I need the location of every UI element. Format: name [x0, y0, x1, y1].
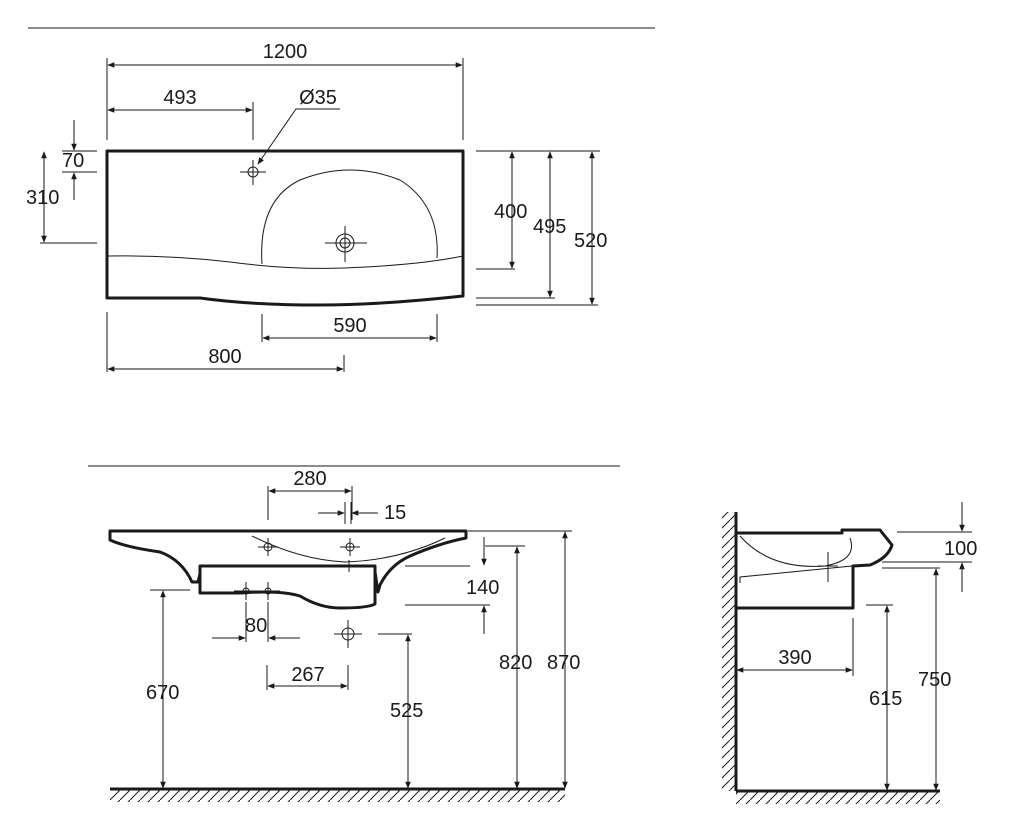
front-pedestal-box — [198, 564, 377, 610]
dim-label-493: 493 — [163, 87, 196, 109]
dim-label-280: 280 — [293, 468, 326, 490]
dim-label-80: 80 — [245, 615, 267, 637]
plan-bowl-outline — [261, 169, 438, 265]
dim-label-750: 750 — [918, 669, 951, 691]
dim-label-520: 520 — [574, 230, 607, 252]
dim-label-590: 590 — [333, 315, 366, 337]
dim-label-495: 495 — [533, 216, 566, 238]
front-tap-hole-right — [340, 538, 360, 556]
plan-view: 1200 493 Ø35 70 310 400 495 520 590 — [26, 27, 655, 372]
dim-label-1200: 1200 — [263, 41, 308, 63]
front-overflow — [340, 560, 357, 572]
dim-label-525: 525 — [390, 700, 423, 722]
front-tap-hole-left — [258, 538, 278, 556]
dim-label-310: 310 — [26, 187, 59, 209]
dim-label-267: 267 — [291, 664, 324, 686]
dim-label-615: 615 — [869, 688, 902, 710]
plan-drain-icon — [325, 226, 367, 262]
front-view: 280 15 140 80 267 670 525 — [88, 465, 620, 802]
side-view: 100 390 615 750 — [722, 502, 977, 804]
side-wall-hatch — [722, 512, 735, 791]
front-drain-icon — [334, 620, 362, 648]
dim-label-100: 100 — [944, 538, 977, 560]
dim-label-15: 15 — [384, 502, 406, 524]
plan-front-edge-curve — [106, 255, 464, 269]
dim-label-70: 70 — [62, 150, 84, 172]
dim-label-820: 820 — [499, 652, 532, 674]
front-floor-hatch — [110, 790, 565, 802]
dim-label-870: 870 — [547, 652, 580, 674]
dim-label-800: 800 — [208, 346, 241, 368]
dim-label-670: 670 — [146, 682, 179, 704]
side-basin-outline — [734, 528, 894, 610]
front-fixing-points — [234, 582, 280, 600]
front-bowl-curve — [251, 535, 446, 563]
plan-tap-hole — [240, 160, 266, 185]
dim-label-140: 140 — [466, 577, 499, 599]
side-drain-marker — [818, 552, 838, 582]
plan-basin-outline — [105, 149, 465, 307]
dim-label-diameter-35: Ø35 — [299, 87, 337, 109]
side-floor-hatch — [736, 792, 940, 804]
leader-tap-hole — [257, 108, 340, 165]
side-underside-line — [739, 565, 853, 583]
dim-label-400: 400 — [494, 201, 527, 223]
dim-label-390: 390 — [778, 647, 811, 669]
